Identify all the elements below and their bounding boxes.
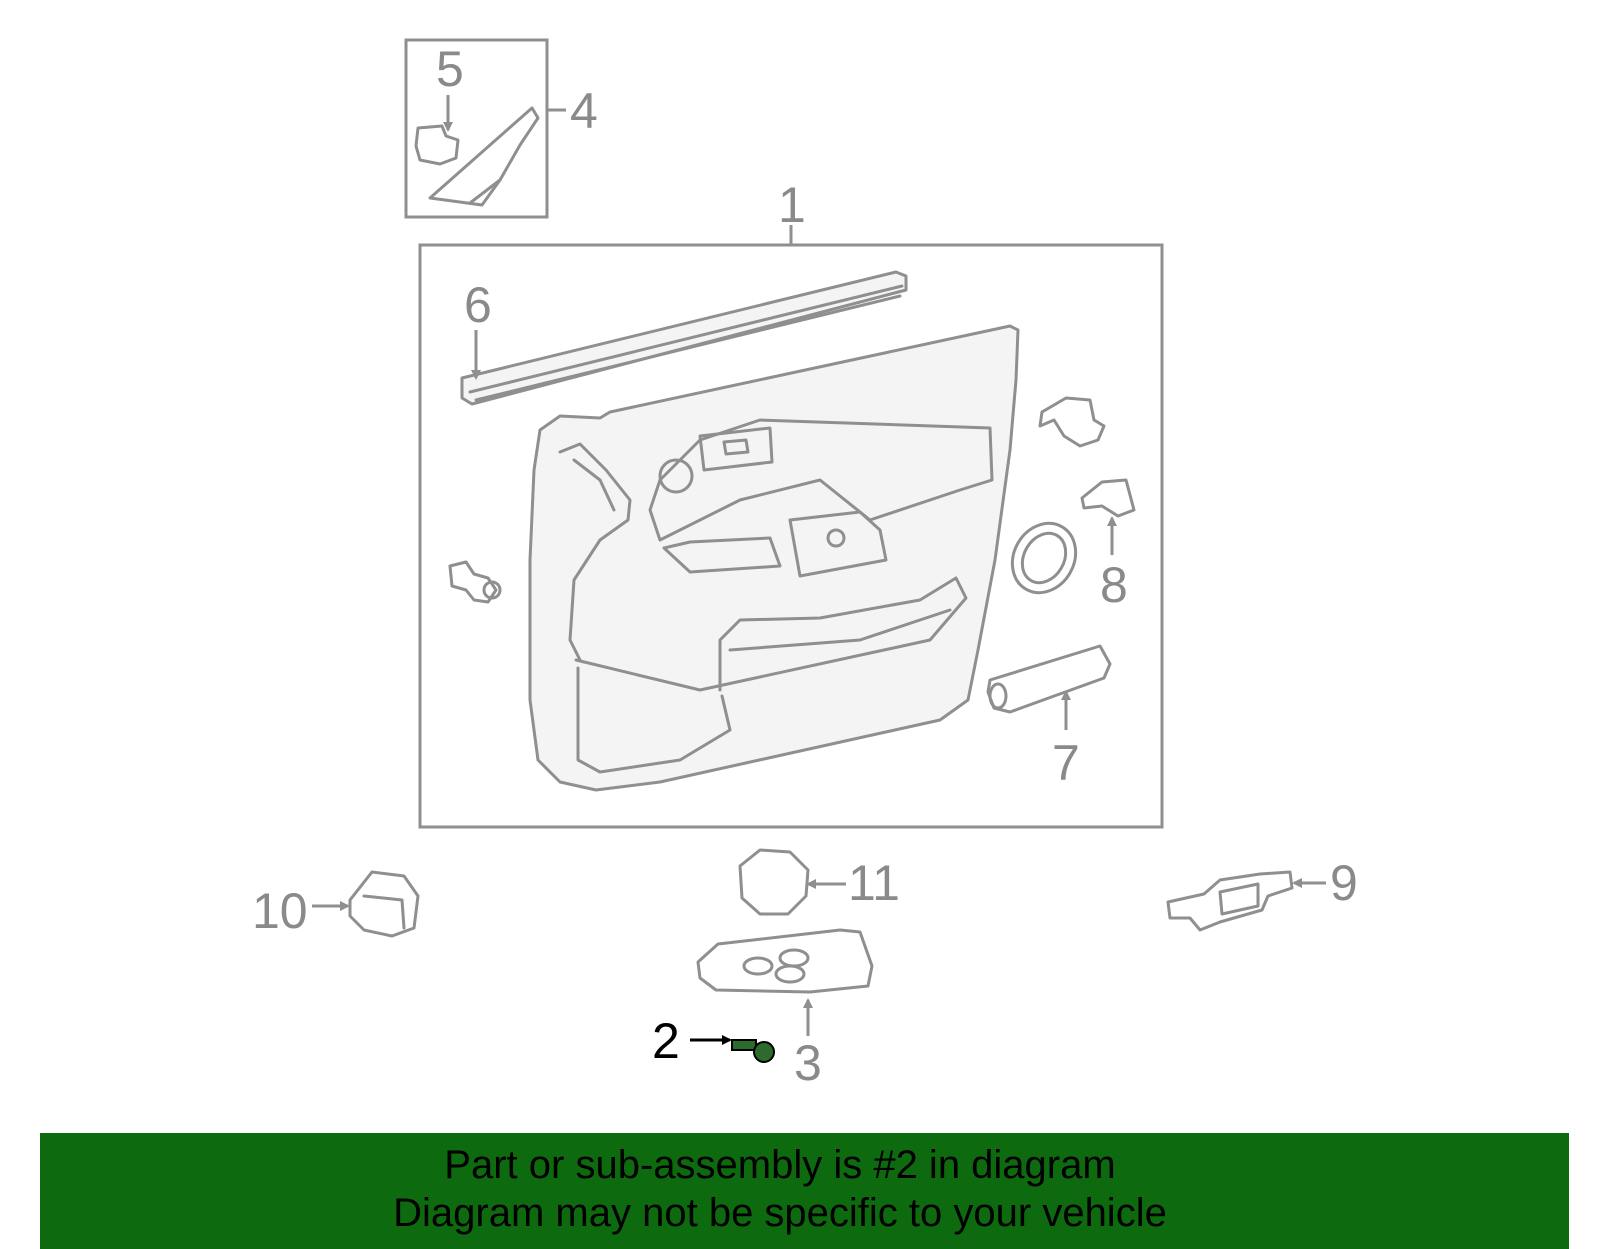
- part-4-triangle-cover[interactable]: [428, 106, 540, 207]
- part-8-hook[interactable]: [1080, 478, 1136, 555]
- callout-4: 4: [570, 83, 598, 139]
- part-1-door-panel[interactable]: [528, 324, 1020, 792]
- callout-5: 5: [436, 41, 464, 97]
- inset-box-4-5: [404, 38, 566, 219]
- part-10-switch[interactable]: [312, 870, 420, 938]
- part-2-screw[interactable]: [690, 1035, 775, 1063]
- callout-9: 9: [1330, 855, 1358, 911]
- part-9-bracket[interactable]: [1166, 870, 1326, 932]
- part-3-trim-piece[interactable]: [696, 928, 874, 1036]
- callout-6: 6: [464, 277, 492, 333]
- switch-bracket[interactable]: [1038, 396, 1106, 448]
- banner-line-1: Part or sub-assembly is #2 in diagram: [444, 1143, 1116, 1187]
- callout-8: 8: [1100, 557, 1128, 613]
- callout-10: 10: [252, 883, 308, 939]
- part-6-belt-moulding[interactable]: [460, 270, 908, 406]
- clip-fastener[interactable]: [448, 560, 502, 604]
- part-5-clip[interactable]: [414, 124, 460, 166]
- info-banner: Part or sub-assembly is #2 in diagram Di…: [40, 1133, 1569, 1249]
- part-7-pull-handle[interactable]: [986, 644, 1112, 730]
- callout-7: 7: [1052, 735, 1080, 791]
- speaker-grille[interactable]: [1000, 512, 1088, 604]
- callout-1: 1: [778, 177, 806, 233]
- callout-11: 11: [848, 855, 900, 911]
- banner-line-2: Diagram may not be specific to your vehi…: [393, 1191, 1167, 1235]
- callout-2: 2: [652, 1013, 680, 1069]
- door-trim-panel-assembly: [418, 225, 1164, 829]
- part-11-cap[interactable]: [738, 848, 846, 916]
- callout-3: 3: [794, 1035, 822, 1091]
